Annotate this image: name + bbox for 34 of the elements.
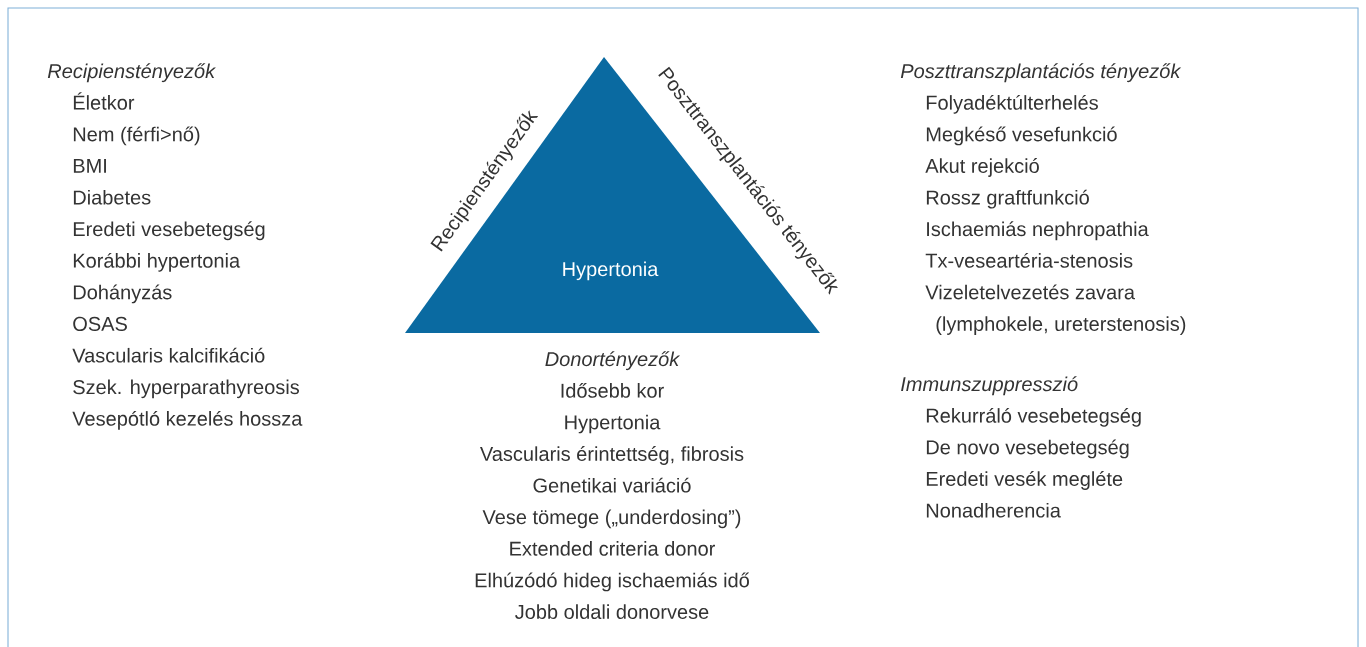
list-heading: Poszttranszplantációs tényezők xyxy=(900,63,1182,83)
list-item: Idősebb kor xyxy=(561,382,664,398)
list-item: Folyadéktúlterhelés xyxy=(926,94,1098,114)
list-item: Vese tömege („underdosing”) xyxy=(482,509,741,529)
list-item: Akut rejekció xyxy=(925,158,1039,177)
list-item: Vascularis érintettség, fibrosis xyxy=(480,446,744,465)
list-item: Extended criteria donor xyxy=(510,541,715,556)
list-item: (lymphokele, ureterstenosis) xyxy=(936,316,1186,335)
list-item: Elhúzódó hideg ischaemiás idő xyxy=(475,572,749,592)
list-item: BMI xyxy=(73,159,106,173)
list-item: Eredeti vesék megléte xyxy=(926,471,1123,490)
list-item: Tx-veseartéria-stenosis xyxy=(925,252,1133,268)
list-item: Rekurráló vesebetegség xyxy=(926,407,1141,427)
list-item: Diabetes xyxy=(73,189,151,205)
list-item: Életkor xyxy=(73,92,135,110)
list-item: Genetikai variáció xyxy=(533,477,691,493)
list-item: Megkéső vesefunkció xyxy=(926,126,1117,146)
list-item: Dohányzás xyxy=(73,284,172,304)
list-item: Hypertonia xyxy=(565,414,661,434)
list-item: Vizeletelvezetés zavara xyxy=(925,284,1135,300)
list-item: Nonadherencia xyxy=(926,502,1061,518)
list-item: De novo vesebetegség xyxy=(926,439,1129,459)
list-heading: Immunszuppresszió xyxy=(901,376,1078,396)
list-item: Korábbi hypertonia xyxy=(73,252,241,272)
list-item: Rossz graftfunkció xyxy=(926,189,1089,209)
list-item: OSAS xyxy=(73,316,127,331)
list-item: Eredeti vesebetegség xyxy=(73,221,265,241)
list-item: Jobb oldali donorvese xyxy=(515,604,709,619)
list-heading: Recipienstényezők xyxy=(47,63,216,83)
list-item: Ischaemiás nephropathia xyxy=(927,221,1149,241)
list-item: Vesepótló kezelés hossza xyxy=(72,410,303,430)
list-item: Szek. hyperparathyreosis xyxy=(73,379,299,399)
list-item: Vascularis kalcifikáció xyxy=(72,347,265,363)
list-item: Nem (férfi>nő) xyxy=(73,126,200,146)
